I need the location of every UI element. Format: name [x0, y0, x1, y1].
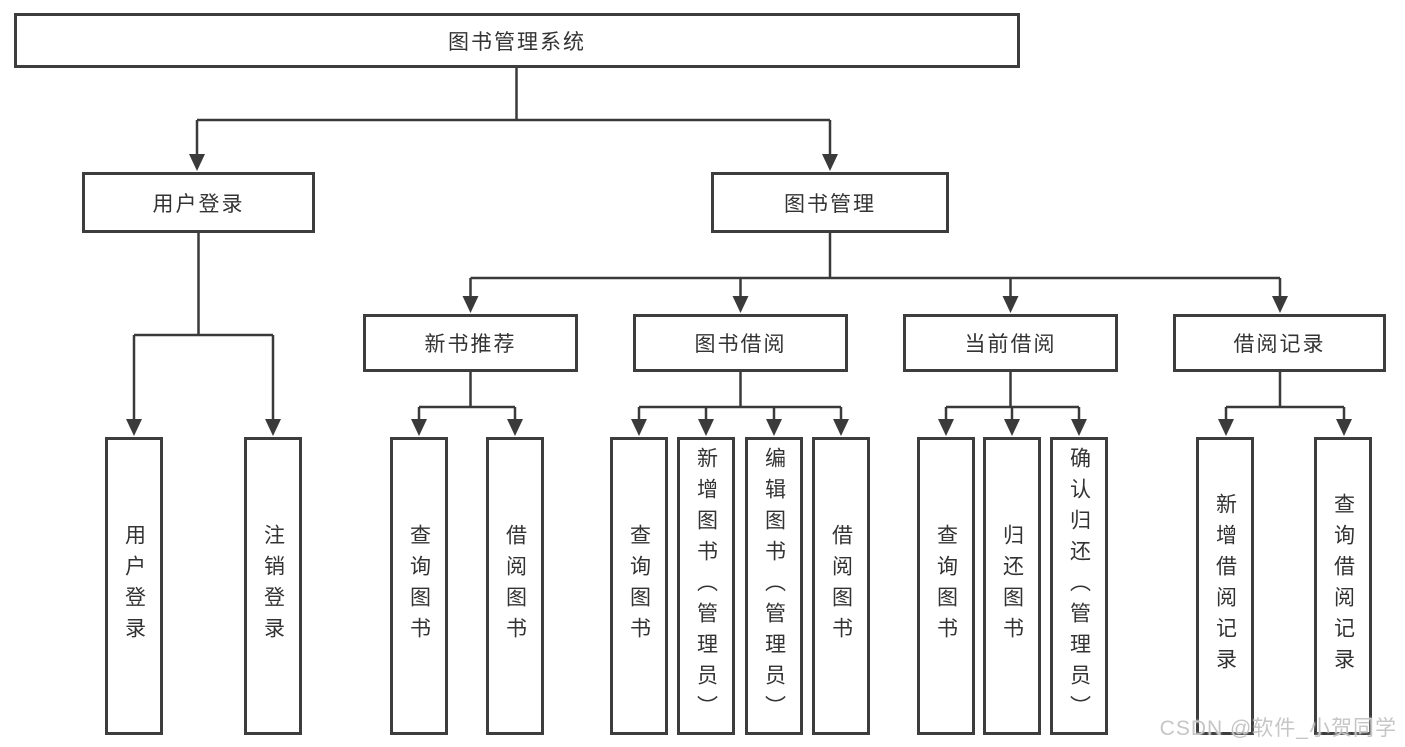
- csdn-watermark: CSDN @软件_小贺同学: [1159, 717, 1397, 740]
- leaf-query-books-borrow: 查询图书: [610, 437, 668, 735]
- leaf-user-login: 用户登录: [105, 437, 163, 735]
- leaf-confirm-return-admin: 确认归还（管理员）: [1050, 437, 1108, 735]
- node-library-management-system: 图书管理系统: [14, 13, 1020, 68]
- node-new-book-recommend: 新书推荐: [363, 314, 578, 372]
- node-user-login-group: 用户登录: [82, 172, 315, 233]
- leaf-add-book-admin: 新增图书（管理员）: [677, 437, 735, 735]
- leaf-add-borrow-record: 新增借阅记录: [1196, 437, 1254, 735]
- leaf-borrow-books-recommend: 借阅图书: [486, 437, 544, 735]
- leaf-query-books-current: 查询图书: [917, 437, 975, 735]
- node-book-management: 图书管理: [711, 172, 949, 233]
- node-book-borrow: 图书借阅: [633, 314, 848, 372]
- leaf-edit-book-admin: 编辑图书（管理员）: [745, 437, 803, 735]
- leaf-logout: 注销登录: [244, 437, 302, 735]
- node-current-borrow: 当前借阅: [903, 314, 1118, 372]
- leaf-return-book: 归还图书: [983, 437, 1041, 735]
- leaf-borrow-books: 借阅图书: [812, 437, 870, 735]
- node-borrow-records: 借阅记录: [1173, 314, 1386, 372]
- leaf-query-books-recommend: 查询图书: [390, 437, 448, 735]
- leaf-query-borrow-record: 查询借阅记录: [1314, 437, 1372, 735]
